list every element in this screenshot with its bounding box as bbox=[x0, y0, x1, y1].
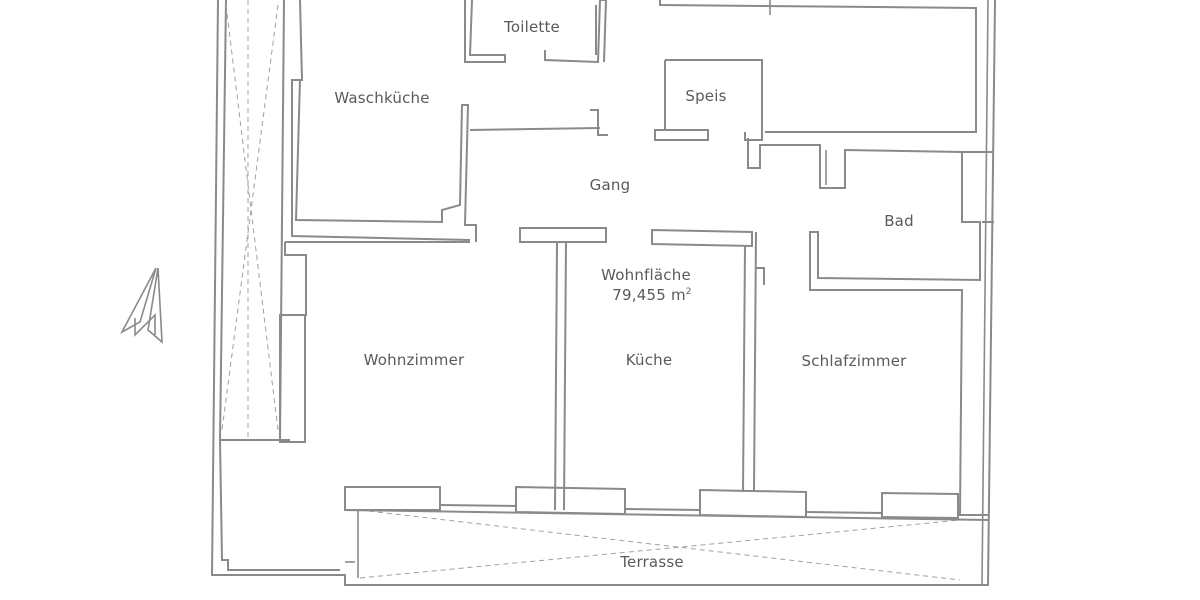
area-unit: m bbox=[670, 286, 686, 304]
terrace-hatch bbox=[357, 509, 961, 581]
room-label-gang: Gang bbox=[589, 176, 631, 194]
wohnzimmer-walls bbox=[279, 241, 470, 443]
top-right-walls bbox=[659, 0, 977, 133]
bad-walls bbox=[747, 138, 994, 516]
speis-walls bbox=[654, 59, 763, 141]
area-unit-superscript: 2 bbox=[685, 287, 692, 297]
room-label-kueche: Küche bbox=[625, 351, 673, 369]
area-number: 79,455 bbox=[612, 286, 666, 304]
room-label-speis: Speis bbox=[685, 87, 727, 105]
room-label-waschkueche: Waschküche bbox=[334, 89, 430, 107]
room-label-terrasse: Terrasse bbox=[620, 553, 684, 571]
bottom-walls bbox=[344, 485, 989, 521]
room-label-toilette: Toilette bbox=[504, 18, 560, 36]
outer-walls bbox=[210, 0, 996, 586]
area-value: 79,455 m2 bbox=[612, 286, 691, 304]
waschkueche-walls bbox=[291, 0, 608, 242]
left-hatch bbox=[221, 0, 279, 440]
room-label-bad: Bad bbox=[884, 212, 914, 230]
room-label-schlafzimmer: Schlafzimmer bbox=[801, 352, 907, 370]
toilette-walls bbox=[464, 0, 608, 64]
room-label-wohnzimmer: Wohnzimmer bbox=[363, 351, 465, 369]
north-arrow-icon bbox=[120, 267, 163, 344]
area-label: Wohnfläche bbox=[601, 266, 691, 284]
kueche-walls bbox=[519, 227, 765, 511]
